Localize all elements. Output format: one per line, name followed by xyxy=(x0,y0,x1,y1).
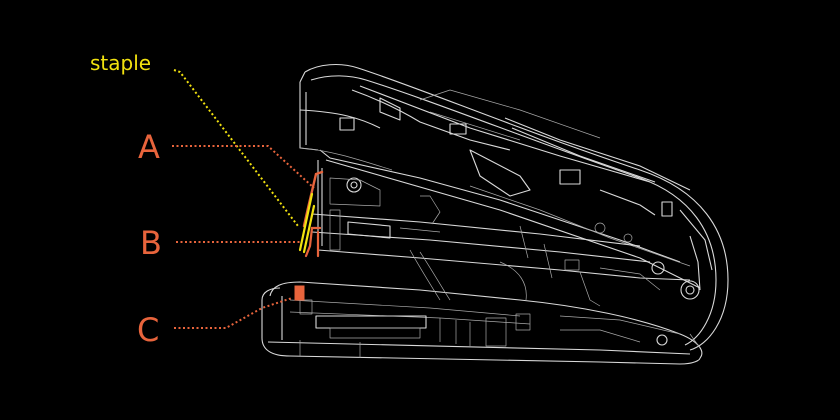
leader-staple xyxy=(173,69,299,227)
upper-arm xyxy=(299,63,729,351)
staple-part xyxy=(298,192,316,254)
label-a: A xyxy=(138,128,160,166)
label-c: C xyxy=(137,311,159,349)
leader-c xyxy=(174,297,293,329)
staple-guide-b xyxy=(304,226,322,258)
label-b: B xyxy=(140,224,162,262)
label-staple: staple xyxy=(90,51,151,75)
stapler-outline xyxy=(261,63,729,365)
base xyxy=(261,281,703,365)
leader-a xyxy=(172,145,315,189)
staple-magazine xyxy=(311,160,691,291)
linkage xyxy=(409,249,601,307)
anvil-c xyxy=(294,285,305,301)
